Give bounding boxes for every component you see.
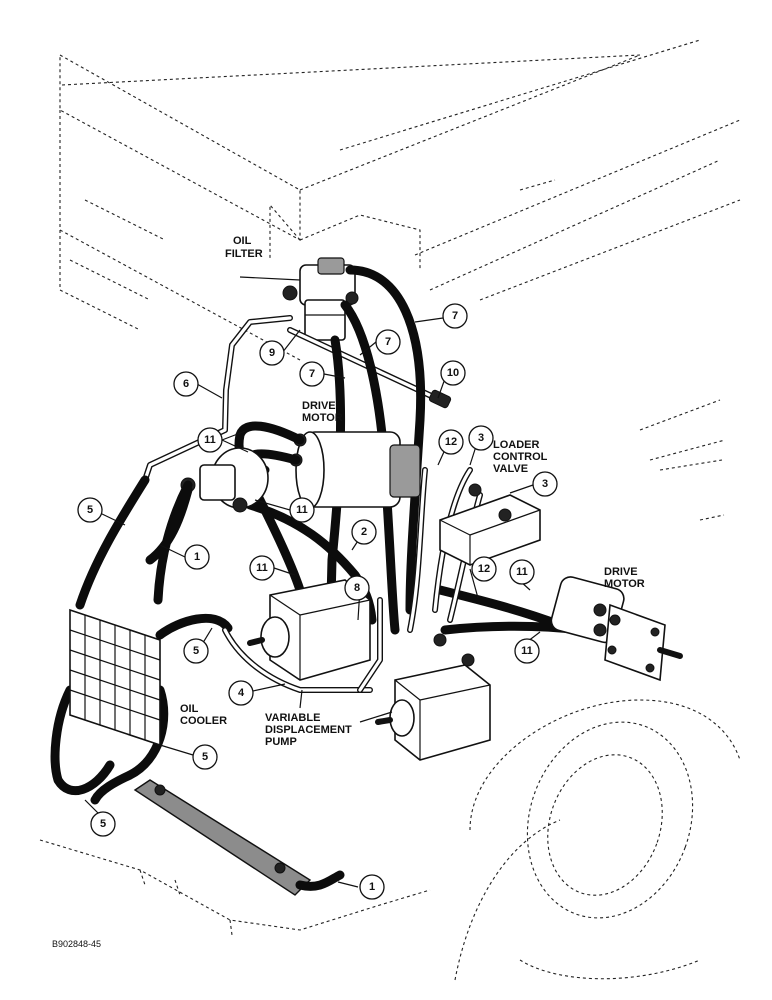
oil-filter-label-2: FILTER	[225, 248, 263, 260]
variable-displacement-pump	[247, 579, 491, 761]
callout-6: 6	[173, 371, 199, 397]
callout-5-top: 5	[77, 497, 103, 523]
leader-lines	[84, 276, 541, 888]
svg-text:12: 12	[445, 436, 457, 448]
callout-11-top: 11	[197, 427, 223, 453]
oil-cooler	[69, 608, 161, 747]
svg-text:5: 5	[202, 751, 208, 763]
reference-code: B902848-45	[52, 939, 101, 949]
oil-cooler-label-1: OIL	[180, 703, 199, 715]
callout-1-bottom: 1	[359, 874, 385, 900]
svg-text:1: 1	[369, 881, 375, 893]
tire-outline	[454, 699, 741, 981]
svg-text:8: 8	[354, 582, 360, 594]
loader-valve-label-2: CONTROL	[493, 451, 548, 463]
drive-motor-top-label-1: DRIVE	[302, 400, 336, 412]
svg-text:7: 7	[309, 368, 315, 380]
callout-3-right: 3	[532, 471, 558, 497]
callout-7-mid: 7	[375, 329, 401, 355]
drive-motor-top	[289, 431, 421, 509]
oil-filter	[282, 257, 359, 341]
drive-motor-top-label-2: MOTOR	[302, 412, 343, 424]
loader-valve-label-3: VALVE	[493, 463, 528, 475]
loader-valve-label-1: LOADER	[493, 439, 540, 451]
oil-filter-label-1: OIL	[233, 235, 252, 247]
svg-text:11: 11	[521, 645, 533, 657]
callout-11-right-bottom: 11	[514, 638, 540, 664]
callout-2: 2	[351, 519, 377, 545]
svg-text:11: 11	[204, 434, 216, 446]
pump-label-2: DISPLACEMENT	[265, 724, 352, 736]
svg-text:11: 11	[256, 562, 268, 574]
loader-control-valve	[439, 483, 541, 566]
component-labels: OIL FILTER DRIVE MOTOR LOADER CONTROL VA…	[180, 235, 645, 748]
svg-text:7: 7	[452, 310, 458, 322]
callout-bubbles: 7 7 7 9 10 6 11 11 11 11 11 5 1 2 8 3 12…	[77, 303, 558, 900]
tube-4	[222, 627, 373, 693]
callout-7-right: 7	[442, 303, 468, 329]
svg-text:4: 4	[238, 687, 245, 699]
svg-text:9: 9	[269, 347, 275, 359]
svg-text:2: 2	[361, 526, 367, 538]
drive-motor-right	[550, 576, 683, 682]
machine-frame-outline	[39, 39, 741, 936]
callout-5-lower: 5	[192, 744, 218, 770]
svg-text:5: 5	[87, 504, 93, 516]
callout-4: 4	[228, 680, 254, 706]
drive-motor-right-label-2: MOTOR	[604, 578, 645, 590]
svg-text:5: 5	[193, 645, 199, 657]
callout-11-right-top: 11	[509, 559, 535, 585]
callout-12-bottom: 12	[471, 556, 497, 582]
oil-cooler-label-2: COOLER	[180, 715, 227, 727]
callout-11-mid: 11	[289, 497, 315, 523]
callout-8: 8	[344, 575, 370, 601]
svg-text:3: 3	[478, 432, 484, 444]
pump-label-3: PUMP	[265, 736, 297, 748]
callout-7-left: 7	[299, 361, 325, 387]
tube-6	[142, 315, 293, 483]
tube-10	[287, 327, 452, 409]
drive-motor-right-label-1: DRIVE	[604, 566, 638, 578]
svg-text:11: 11	[296, 504, 308, 516]
callout-1-top: 1	[184, 544, 210, 570]
charge-pump	[180, 447, 269, 513]
svg-text:3: 3	[542, 478, 548, 490]
svg-text:1: 1	[194, 551, 200, 563]
svg-text:11: 11	[516, 566, 528, 578]
callout-5-bottom: 5	[90, 811, 116, 837]
hose-1	[145, 485, 193, 565]
callout-10: 10	[440, 360, 466, 386]
svg-text:5: 5	[100, 818, 106, 830]
callout-9: 9	[259, 340, 285, 366]
callout-11-left: 11	[249, 555, 275, 581]
callout-12-top: 12	[438, 429, 464, 455]
svg-text:6: 6	[183, 378, 189, 390]
svg-text:12: 12	[478, 563, 490, 575]
svg-text:10: 10	[447, 367, 459, 379]
pump-label-1: VARIABLE	[265, 712, 320, 724]
suction-hose	[133, 779, 345, 896]
svg-text:7: 7	[385, 336, 391, 348]
callout-3-top: 3	[468, 425, 494, 451]
callout-5-mid: 5	[183, 638, 209, 664]
